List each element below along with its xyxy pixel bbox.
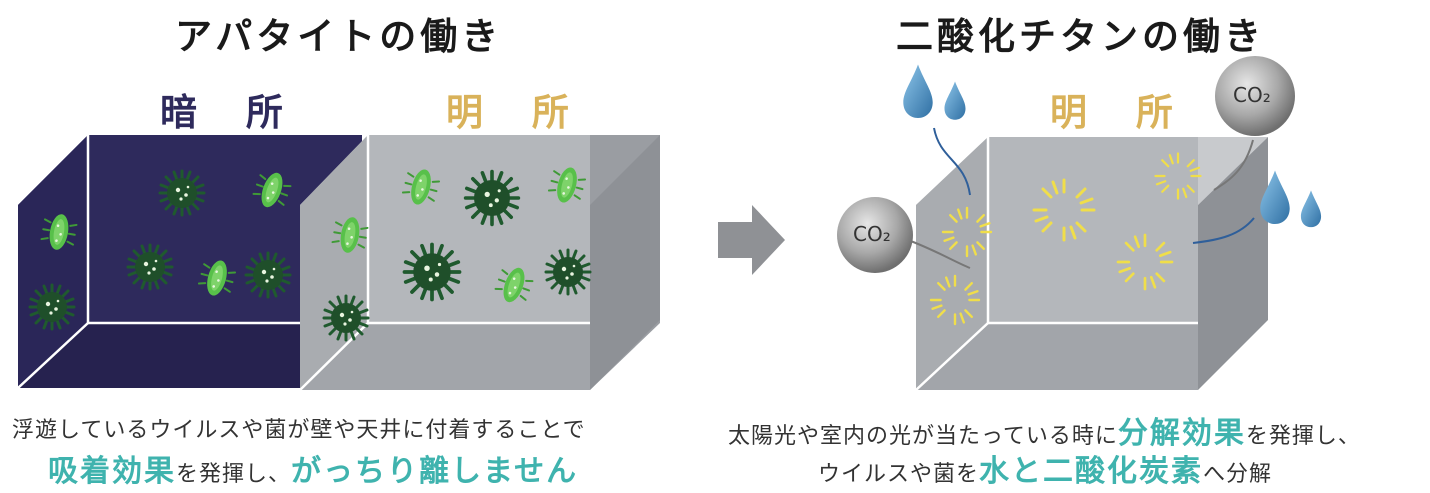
co2-label-left: CO₂ [853,222,891,246]
caption-pre-text: 太陽光や室内の光が当たっている時に [728,424,1118,449]
apatite-caption-line1: 浮遊しているウイルスや菌が壁や天井に付着することで [12,418,586,443]
co2-molecule-icon [837,56,1295,273]
apatite-title: アパタイトの働き [175,15,503,58]
water-co2-highlight: 水と二酸化炭素 [979,454,1204,489]
adsorption-effect-highlight: 吸着効果 [48,454,176,489]
caption-mid-text: を発揮し、 [176,462,292,487]
arrow-right-icon [718,205,785,275]
dark-room-box [17,135,362,389]
light-room-box [299,135,660,391]
decomposition-effect-highlight: 分解効果 [1117,416,1246,451]
tio2-caption-line1: 太陽光や室内の光が当たっている時に分解効果を発揮し、 [728,408,1361,452]
caption2-post-text: へ分解 [1203,462,1273,487]
light-place-label-right: 明 所 [1050,91,1191,134]
connector-lines [907,127,1255,269]
apatite-caption-line2: 吸着効果を発揮し、がっちり離しません [48,446,578,490]
dark-place-label: 暗 所 [160,91,301,134]
light-place-label-left: 明 所 [446,91,587,134]
tio2-caption-line2: ウイルスや菌を水と二酸化炭素へ分解 [818,446,1272,490]
caption2-pre-text: ウイルスや菌を [818,462,980,487]
tio2-room-box [915,137,1268,391]
co2-label-right: CO₂ [1233,83,1271,107]
caption-post-text: を発揮し、 [1245,424,1361,449]
hold-tight-highlight: がっちり離しません [291,454,579,489]
titanium-dioxide-title: 二酸化チタンの働き [896,15,1265,58]
